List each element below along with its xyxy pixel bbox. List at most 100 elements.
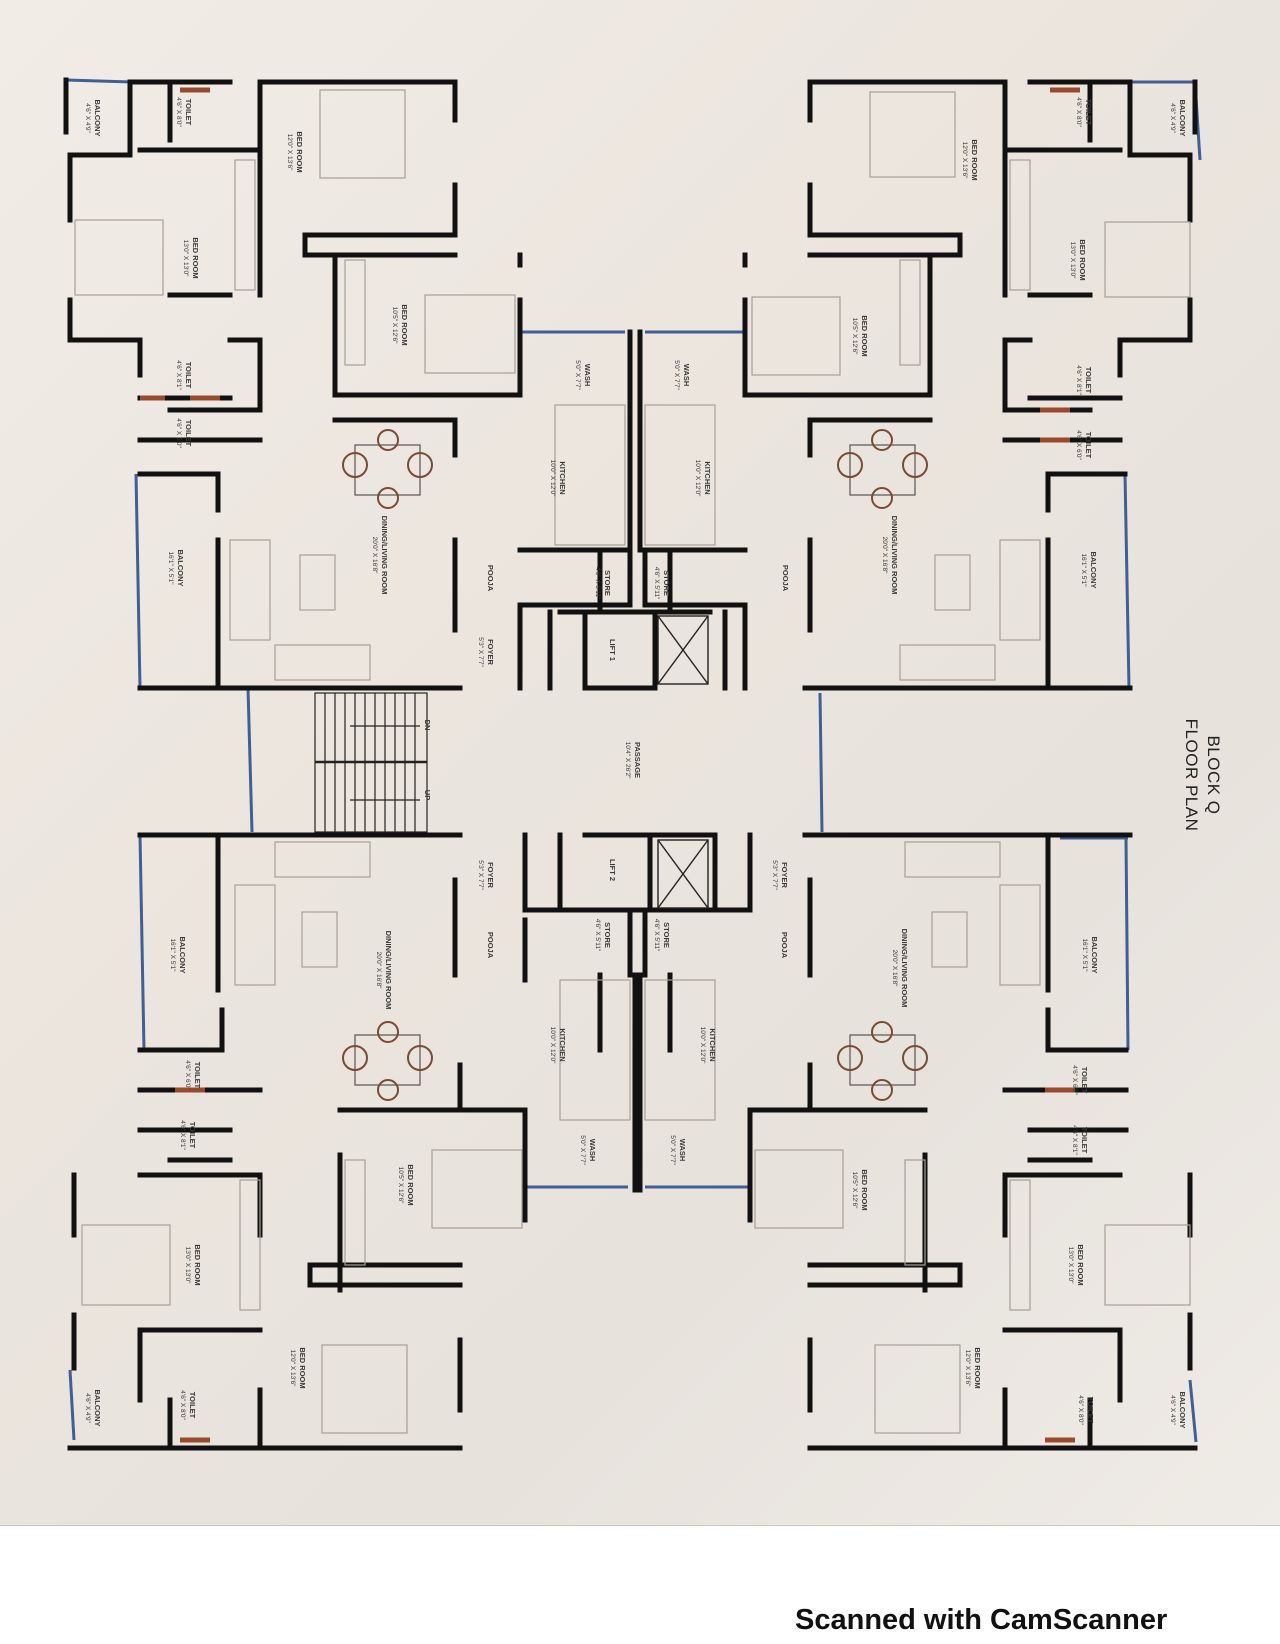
svg-text:DINING/LIVING ROOM: DINING/LIVING ROOM <box>380 516 389 595</box>
svg-text:13'0" X 13'0": 13'0" X 13'0" <box>1067 1247 1074 1284</box>
svg-text:12'0" X 13'6": 12'0" X 13'6" <box>964 1350 971 1387</box>
svg-text:KITCHEN: KITCHEN <box>558 461 567 494</box>
svg-text:DINING/LIVING ROOM: DINING/LIVING ROOM <box>890 516 899 595</box>
svg-text:FOYER: FOYER <box>486 639 495 665</box>
svg-text:4'6" X 4'9": 4'6" X 4'9" <box>84 1393 91 1423</box>
svg-text:TOILET: TOILET <box>1084 432 1093 459</box>
svg-text:POOJA: POOJA <box>486 932 495 959</box>
svg-text:TOILET: TOILET <box>184 99 193 126</box>
svg-text:UP: UP <box>423 790 432 800</box>
svg-text:16'1" X 5'1": 16'1" X 5'1" <box>169 938 176 972</box>
svg-text:BED ROOM: BED ROOM <box>1078 239 1087 280</box>
svg-text:BED ROOM: BED ROOM <box>298 1347 307 1388</box>
label-lift2: LIFT 2 <box>608 859 617 881</box>
svg-text:BALCONY: BALCONY <box>1178 99 1187 136</box>
svg-text:4'6" X 8'0": 4'6" X 8'0" <box>1075 97 1082 127</box>
svg-text:12'0" X 13'6": 12'0" X 13'6" <box>961 142 968 179</box>
label-stair-dn: DN <box>423 720 432 731</box>
svg-text:16'1" X 5'1": 16'1" X 5'1" <box>1080 553 1087 587</box>
svg-text:20'0" X 16'8": 20'0" X 16'8" <box>371 537 378 574</box>
svg-text:10'4" X 26'2": 10'4" X 26'2" <box>624 742 631 779</box>
svg-text:13'0" X 13'0": 13'0" X 13'0" <box>182 240 189 277</box>
svg-text:BED ROOM: BED ROOM <box>973 1347 982 1388</box>
svg-text:4'6" X 5'11": 4'6" X 5'11" <box>653 919 660 952</box>
glazing-lines <box>65 78 1202 1443</box>
svg-text:4'6" X 6'0": 4'6" X 6'0" <box>1075 430 1082 460</box>
svg-text:10'0" X 12'0": 10'0" X 12'0" <box>549 460 556 497</box>
svg-text:5'3" X 7'7": 5'3" X 7'7" <box>477 860 484 890</box>
svg-text:4'6" X 4'9": 4'6" X 4'9" <box>84 103 91 133</box>
svg-text:WASH: WASH <box>682 364 691 387</box>
svg-text:10'5" X 12'6": 10'5" X 12'6" <box>851 1172 858 1209</box>
svg-text:4'6" X 6'0": 4'6" X 6'0" <box>1071 1065 1078 1095</box>
svg-text:5'3" X 7'7": 5'3" X 7'7" <box>771 860 778 890</box>
svg-text:16'1" X 5'1": 16'1" X 5'1" <box>1081 938 1088 972</box>
svg-text:13'0" X 13'0": 13'0" X 13'0" <box>1069 242 1076 279</box>
svg-text:POOJA: POOJA <box>486 565 495 592</box>
svg-text:12'0" X 13'6": 12'0" X 13'6" <box>286 134 293 171</box>
svg-text:12'0" X 13'6": 12'0" X 13'6" <box>289 1350 296 1387</box>
label-pooja-br: POOJA <box>780 932 789 959</box>
svg-text:4'6" X 8'1": 4'6" X 8'1" <box>1075 365 1082 395</box>
plan-title-line1: BLOCK Q <box>1204 735 1223 814</box>
svg-text:BED ROOM: BED ROOM <box>295 131 304 172</box>
svg-text:BALCONY: BALCONY <box>178 936 187 973</box>
svg-text:20'0" X 16'8": 20'0" X 16'8" <box>881 537 888 574</box>
svg-text:4'6" X 8'0": 4'6" X 8'0" <box>175 97 182 127</box>
svg-text:KITCHEN: KITCHEN <box>708 1028 717 1061</box>
svg-text:TOILET: TOILET <box>1080 1067 1089 1094</box>
svg-text:5'0" X 7'7": 5'0" X 7'7" <box>669 1135 676 1165</box>
svg-text:TOILET: TOILET <box>188 1122 197 1149</box>
svg-text:WASH: WASH <box>678 1139 687 1162</box>
svg-text:BED ROOM: BED ROOM <box>193 1244 202 1285</box>
label-lift1: LIFT 1 <box>608 639 617 661</box>
svg-text:DN: DN <box>423 720 432 731</box>
svg-text:TOILET: TOILET <box>184 362 193 389</box>
svg-text:TOILET: TOILET <box>1084 99 1093 126</box>
svg-text:4'6" X 8'1": 4'6" X 8'1" <box>1071 1125 1078 1155</box>
svg-text:BED ROOM: BED ROOM <box>191 237 200 278</box>
svg-text:BED ROOM: BED ROOM <box>400 304 409 345</box>
svg-text:4'6" X 4'9": 4'6" X 4'9" <box>1169 1395 1176 1425</box>
svg-text:5'0" X 7'7": 5'0" X 7'7" <box>673 360 680 390</box>
svg-text:4'6" X 8'0": 4'6" X 8'0" <box>179 1390 186 1420</box>
label-pooja-tl: POOJA <box>486 565 495 592</box>
svg-text:BED ROOM: BED ROOM <box>860 315 869 356</box>
svg-text:DINING/LIVING ROOM: DINING/LIVING ROOM <box>900 929 909 1008</box>
svg-text:POOJA: POOJA <box>780 932 789 959</box>
